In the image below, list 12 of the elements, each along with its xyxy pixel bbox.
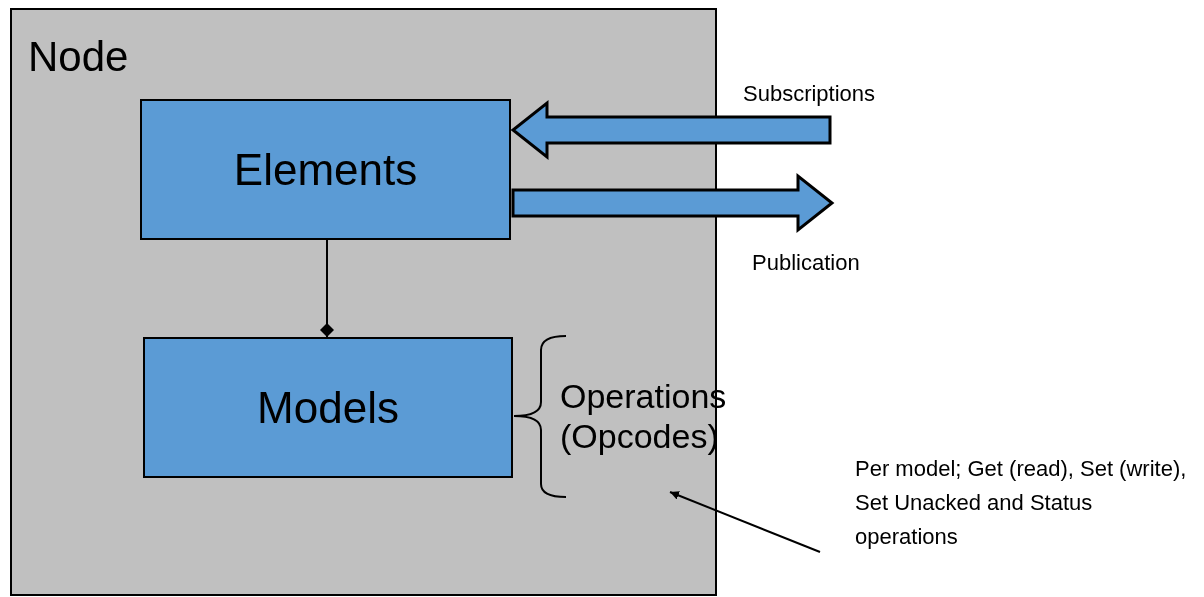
block-arrow	[511, 172, 835, 234]
node-label: Models	[257, 385, 399, 430]
edge-label: Publication	[752, 249, 860, 277]
node-label: Per model; Get (read), Set (write), Set Unacked and Status operations	[855, 455, 1188, 551]
edge-label: Subscriptions	[743, 80, 876, 108]
model-box	[143, 337, 513, 478]
node-label: Node	[28, 33, 129, 80]
leader-line	[669, 491, 821, 553]
block-arrow	[510, 99, 832, 161]
node-label: Elements	[233, 147, 418, 192]
connector-line	[320, 239, 334, 338]
element-box	[140, 99, 511, 240]
